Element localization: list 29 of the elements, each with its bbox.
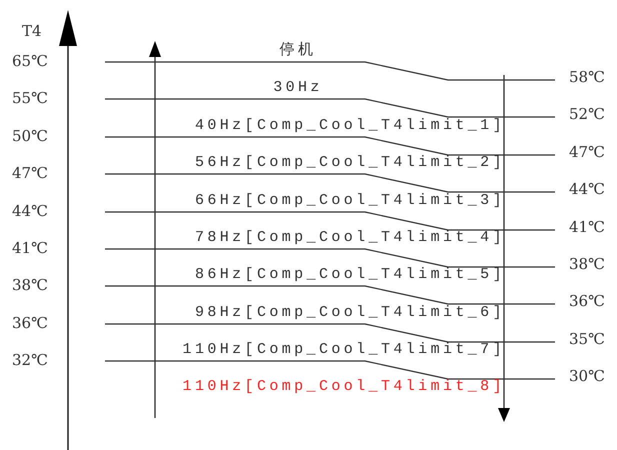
temperature-label: 32℃ bbox=[12, 353, 48, 368]
temperature-label: 35℃ bbox=[569, 332, 605, 347]
temperature-label: 30℃ bbox=[569, 369, 605, 384]
temperature-label: 52℃ bbox=[569, 107, 605, 122]
frequency-label: 98Hz[Comp_Cool_T4limit_6] bbox=[194, 305, 505, 320]
temperature-label: 50℃ bbox=[12, 129, 48, 144]
frequency-label: 110Hz[Comp_Cool_T4limit_7] bbox=[182, 342, 505, 357]
frequency-label: 110Hz[Comp_Cool_T4limit_8] bbox=[182, 379, 505, 394]
temperature-label: 36℃ bbox=[569, 294, 605, 309]
frequency-label: 40Hz[Comp_Cool_T4limit_1] bbox=[194, 118, 505, 133]
temperature-label: 58℃ bbox=[569, 70, 605, 85]
temperature-label: 44℃ bbox=[12, 204, 48, 219]
frequency-label: 停机 bbox=[280, 43, 316, 58]
temperature-label: 38℃ bbox=[12, 278, 48, 293]
temperature-label: 41℃ bbox=[12, 241, 48, 256]
temperature-label: 47℃ bbox=[569, 145, 605, 160]
temperature-label: 38℃ bbox=[569, 257, 605, 272]
frequency-label: 30Hz bbox=[273, 80, 323, 95]
temperature-label: 44℃ bbox=[569, 182, 605, 197]
temperature-label: 36℃ bbox=[12, 316, 48, 331]
frequency-label: 86Hz[Comp_Cool_T4limit_5] bbox=[194, 267, 505, 282]
axis-label: T4 bbox=[22, 24, 42, 39]
frequency-label: 66Hz[Comp_Cool_T4limit_3] bbox=[194, 193, 505, 208]
temperature-label: 41℃ bbox=[569, 220, 605, 235]
frequency-label: 78Hz[Comp_Cool_T4limit_4] bbox=[194, 230, 505, 245]
temperature-label: 47℃ bbox=[12, 166, 48, 181]
temperature-label: 65℃ bbox=[12, 54, 48, 69]
frequency-label: 56Hz[Comp_Cool_T4limit_2] bbox=[194, 155, 505, 170]
temperature-label: 55℃ bbox=[12, 91, 48, 106]
